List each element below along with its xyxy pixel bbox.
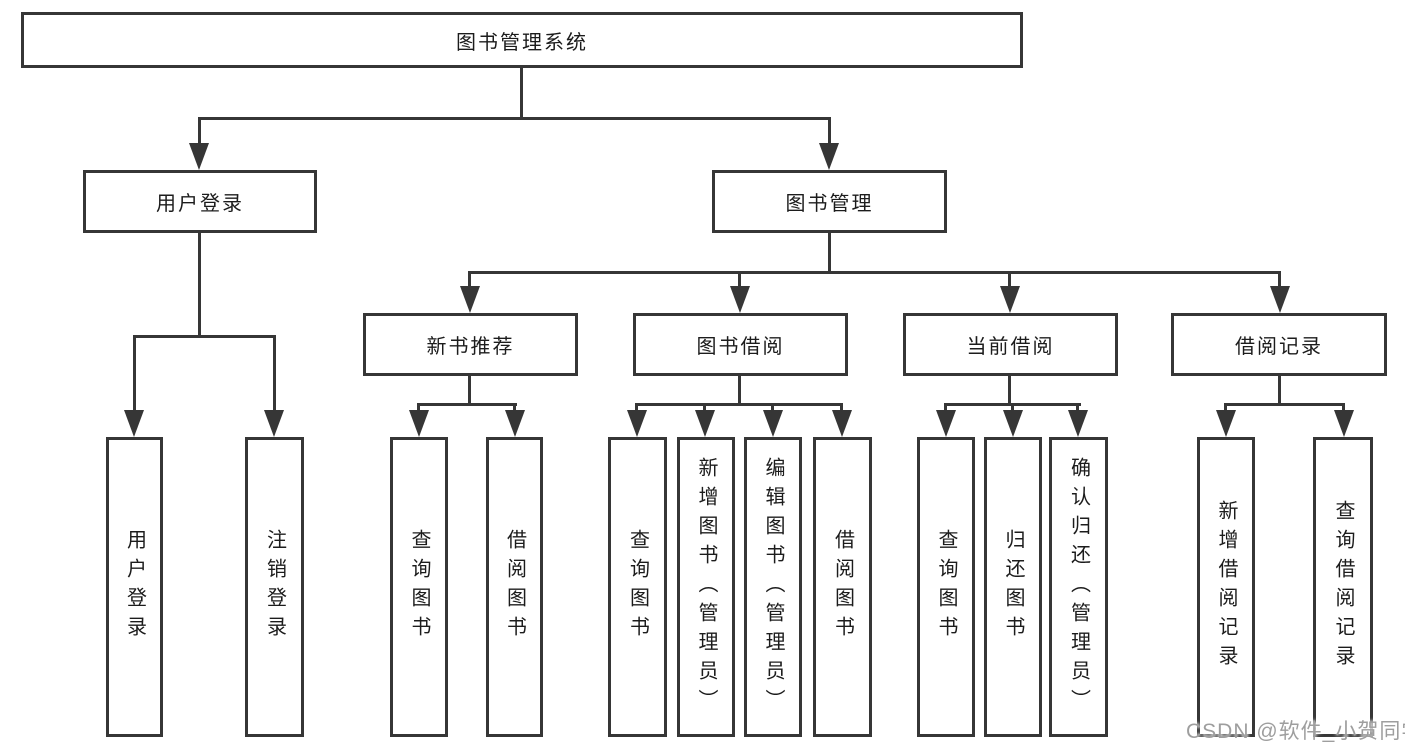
node-label: 图书管理系统 bbox=[456, 31, 588, 54]
node-label: 查询图书 bbox=[935, 529, 957, 645]
connector-line bbox=[1076, 403, 1079, 413]
connector-line bbox=[273, 335, 276, 411]
arrow-down-icon bbox=[124, 410, 144, 437]
arrow-down-icon bbox=[460, 286, 480, 313]
leaf-add-borrow-record: 新增借阅记录 bbox=[1197, 437, 1255, 737]
connector-line bbox=[1224, 403, 1345, 406]
leaf-user-login: 用户登录 bbox=[106, 437, 163, 737]
connector-line bbox=[198, 231, 201, 337]
connector-line bbox=[1008, 271, 1011, 287]
connector-line bbox=[738, 271, 741, 287]
connector-line bbox=[468, 271, 1281, 274]
node-label: 图书管理 bbox=[785, 193, 874, 215]
node-label: 注销登录 bbox=[263, 529, 286, 645]
arrow-down-icon bbox=[1270, 286, 1290, 313]
arrow-down-icon bbox=[763, 410, 783, 437]
arrow-down-icon bbox=[627, 410, 647, 437]
node-label: 借阅图书 bbox=[831, 529, 854, 645]
node-label: 新书推荐 bbox=[426, 336, 515, 358]
arrow-down-icon bbox=[505, 410, 525, 437]
node-book-borrowing: 图书借阅 bbox=[633, 313, 848, 376]
node-library-system: 图书管理系统 bbox=[21, 12, 1023, 68]
leaf-confirm-return-admin: 确认归还（管理员） bbox=[1049, 437, 1108, 737]
node-label: 查询图书 bbox=[626, 529, 649, 645]
leaf-query-books-current: 查询图书 bbox=[917, 437, 975, 737]
leaf-query-books-recommend: 查询图书 bbox=[390, 437, 448, 737]
connector-line bbox=[703, 403, 706, 413]
node-label: 查询图书 bbox=[408, 529, 430, 645]
connector-line bbox=[1278, 271, 1281, 287]
arrow-down-icon bbox=[936, 410, 956, 437]
connector-line bbox=[1342, 403, 1345, 413]
node-label: 确认归还（管理员） bbox=[1067, 456, 1090, 718]
leaf-return-books: 归还图书 bbox=[984, 437, 1042, 737]
connector-line bbox=[417, 403, 420, 413]
connector-line bbox=[468, 374, 471, 406]
csdn-watermark: CSDN @软件_小贺同学 bbox=[1186, 720, 1405, 743]
leaf-edit-book-admin: 编辑图书（管理员） bbox=[744, 437, 802, 737]
arrow-down-icon bbox=[819, 143, 839, 170]
node-label: 归还图书 bbox=[1002, 529, 1024, 645]
leaf-add-book-admin: 新增图书（管理员） bbox=[677, 437, 735, 737]
arrow-down-icon bbox=[832, 410, 852, 437]
node-label: 图书借阅 bbox=[696, 336, 785, 358]
node-borrowing-records: 借阅记录 bbox=[1171, 313, 1387, 376]
connector-line bbox=[771, 403, 774, 413]
leaf-query-borrow-record: 查询借阅记录 bbox=[1313, 437, 1373, 737]
connector-line bbox=[944, 403, 947, 413]
connector-line bbox=[133, 335, 136, 411]
connector-line bbox=[468, 271, 471, 287]
node-label: 借阅图书 bbox=[503, 529, 526, 645]
connector-line bbox=[1278, 374, 1281, 406]
node-book-management: 图书管理 bbox=[712, 170, 947, 233]
arrow-down-icon bbox=[695, 410, 715, 437]
connector-line bbox=[513, 403, 516, 413]
arrow-down-icon bbox=[189, 143, 209, 170]
connector-line bbox=[1011, 403, 1014, 413]
connector-line bbox=[828, 117, 831, 145]
connector-line bbox=[417, 403, 517, 406]
node-label: 新增借阅记录 bbox=[1215, 500, 1237, 674]
connector-line bbox=[198, 117, 201, 145]
node-label: 借阅记录 bbox=[1235, 336, 1323, 358]
connector-line bbox=[828, 231, 831, 273]
connector-line bbox=[1224, 403, 1227, 413]
node-user-login: 用户登录 bbox=[83, 170, 317, 233]
node-label: 新增图书（管理员） bbox=[695, 456, 717, 718]
connector-line bbox=[738, 374, 741, 406]
leaf-query-books-borrowing: 查询图书 bbox=[608, 437, 667, 737]
connector-line bbox=[635, 403, 638, 413]
arrow-down-icon bbox=[1003, 410, 1023, 437]
connector-line bbox=[520, 66, 523, 118]
connector-line bbox=[840, 403, 843, 413]
arrow-down-icon bbox=[730, 286, 750, 313]
arrow-down-icon bbox=[1216, 410, 1236, 437]
node-label: 编辑图书（管理员） bbox=[762, 456, 784, 718]
node-label: 当前借阅 bbox=[966, 336, 1055, 358]
node-label: 查询借阅记录 bbox=[1332, 500, 1354, 674]
node-current-borrowing: 当前借阅 bbox=[903, 313, 1118, 376]
leaf-logout-login: 注销登录 bbox=[245, 437, 304, 737]
connector-line bbox=[635, 403, 843, 406]
arrow-down-icon bbox=[264, 410, 284, 437]
node-new-book-recommend: 新书推荐 bbox=[363, 313, 578, 376]
arrow-down-icon bbox=[1000, 286, 1020, 313]
leaf-borrow-books-recommend: 借阅图书 bbox=[486, 437, 543, 737]
node-label: 用户登录 bbox=[123, 529, 146, 645]
connector-line bbox=[198, 117, 831, 120]
arrow-down-icon bbox=[1334, 410, 1354, 437]
connector-line bbox=[1008, 374, 1011, 406]
connector-line bbox=[133, 335, 276, 338]
arrow-down-icon bbox=[409, 410, 429, 437]
leaf-borrow-books-borrowing: 借阅图书 bbox=[813, 437, 872, 737]
node-label: 用户登录 bbox=[156, 193, 244, 215]
arrow-down-icon bbox=[1068, 410, 1088, 437]
